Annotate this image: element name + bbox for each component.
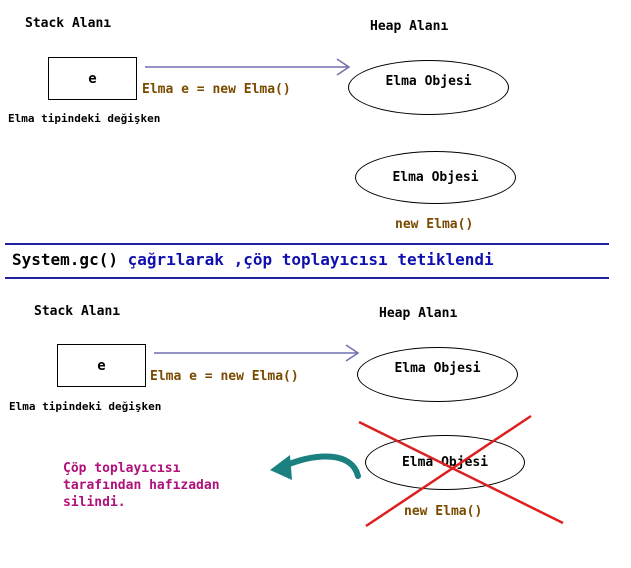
top-heap-object-2: Elma Objesi <box>355 151 516 204</box>
top-object2-label: Elma Objesi <box>392 170 479 185</box>
top-object1-label: Elma Objesi <box>385 74 472 89</box>
top-reference-arrow <box>145 58 351 76</box>
top-assignment-code: Elma e = new Elma() <box>142 82 291 97</box>
top-variable-box: e <box>48 57 137 100</box>
top-heap-object-1: Elma Objesi <box>348 60 509 115</box>
bottom-stack-title: Stack Alanı <box>34 304 121 319</box>
bottom-new-label: new Elma() <box>404 504 483 519</box>
bottom-heap-title: Heap Alanı <box>379 306 458 321</box>
bottom-variable-box: e <box>57 344 146 387</box>
divider-bottom <box>5 277 609 279</box>
bottom-assignment-code: Elma e = new Elma() <box>150 369 299 384</box>
bottom-variable-name: e <box>97 357 106 374</box>
top-stack-title: Stack Alanı <box>25 16 112 31</box>
bottom-variable-caption: Elma tipindeki değişken <box>9 400 162 413</box>
gc-banner: System.gc() çağrılarak ,çöp toplayıcısı … <box>12 250 494 269</box>
divider-top <box>5 243 609 245</box>
bottom-object1-label: Elma Objesi <box>394 361 481 376</box>
top-variable-name: e <box>88 70 97 87</box>
gc-description-text: çağrılarak ,çöp toplayıcısı tetiklendi <box>117 250 494 269</box>
gc-call-text: System.gc() <box>12 250 118 269</box>
top-new-label: new Elma() <box>395 217 474 232</box>
top-variable-caption: Elma tipindeki değişken <box>8 112 161 125</box>
deleted-cross-icon <box>358 414 564 528</box>
top-heap-title: Heap Alanı <box>370 19 449 34</box>
garbage-collected-note: Çöp toplayıcısı tarafından hafızadan sil… <box>63 461 220 510</box>
bottom-heap-object-1: Elma Objesi <box>357 347 518 402</box>
curved-arrow-icon <box>270 453 361 480</box>
bottom-reference-arrow <box>154 344 360 362</box>
